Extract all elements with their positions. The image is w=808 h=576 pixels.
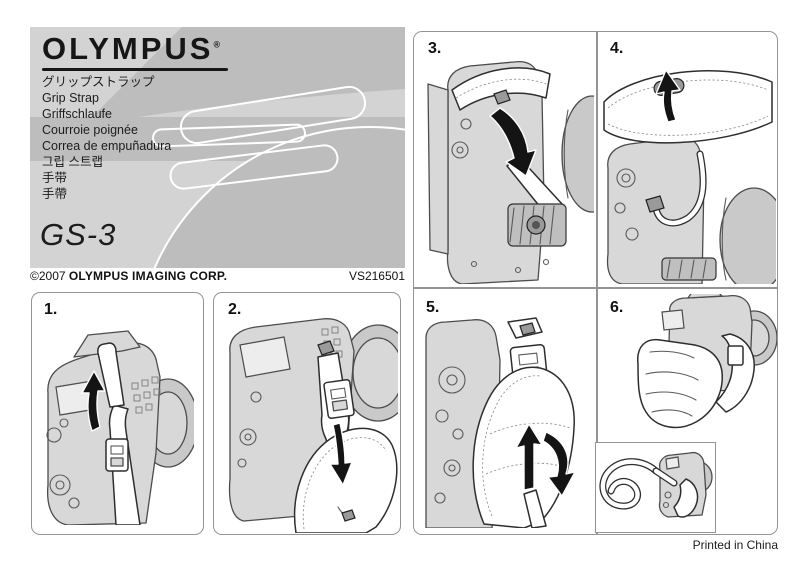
- step-6-inset-box: [595, 442, 716, 533]
- imprint-row: ©2007 OLYMPUS IMAGING CORP. VS216501: [30, 269, 405, 285]
- product-name-ko: 그립 스트랩: [42, 155, 103, 169]
- step-5-camera-illustration: [425, 317, 576, 528]
- strap-eyelet: [519, 322, 536, 336]
- tripod-plate: [661, 257, 717, 281]
- step-2-label: 2.: [228, 301, 242, 318]
- product-name-de: Griffschlaufe: [42, 107, 112, 121]
- step-1-panel: 1.: [31, 292, 204, 535]
- grid-vertical-divider: [596, 32, 598, 534]
- step-2-panel: 2.: [213, 292, 401, 535]
- steps-grid: 3. 4.: [413, 31, 778, 535]
- grid-horizontal-divider: [414, 287, 777, 289]
- part-number: VS216501: [348, 269, 405, 283]
- step-4-label: 4.: [610, 40, 624, 57]
- step-3-label: 3.: [428, 40, 442, 57]
- up-arrow: [515, 423, 543, 491]
- strap-buckle: [323, 379, 355, 419]
- step-6-grip-illustration: [637, 294, 777, 429]
- printed-in-notice: Printed in China: [692, 538, 778, 552]
- strap-buckle: [727, 345, 744, 366]
- up-arrow: [655, 69, 681, 123]
- model-number: GS-3: [40, 217, 117, 252]
- company-name: OLYMPUS IMAGING CORP.: [68, 269, 228, 283]
- strap-pad: [673, 478, 699, 518]
- product-name-list: グリップストラップ Grip Strap Griffschlaufe Courr…: [42, 74, 171, 202]
- copyright-year: ©2007: [30, 269, 66, 283]
- hand-pad: [293, 427, 398, 533]
- product-name-zh-hant: 手帶: [42, 187, 68, 201]
- strap-tip: [97, 342, 125, 408]
- step-1-label: 1.: [44, 301, 58, 318]
- step-3-camera-illustration: [427, 60, 594, 284]
- step-5-label: 5.: [426, 299, 440, 316]
- product-name-zh-hans: 手带: [42, 171, 68, 185]
- product-name-fr: Courroie poignée: [42, 123, 138, 137]
- product-name-ja: グリップストラップ: [42, 75, 155, 89]
- strap-pad: [603, 69, 773, 144]
- curved-down-arrow: [489, 107, 537, 177]
- product-name-en: Grip Strap: [42, 91, 99, 105]
- strap-band: [451, 67, 551, 111]
- step-4-camera-illustration: [603, 69, 776, 284]
- step-6-strap-overview-illustration: [599, 451, 713, 518]
- registered-trademark: ®: [213, 39, 221, 50]
- curved-down-arrow: [542, 431, 576, 497]
- brand-underline: [42, 68, 228, 71]
- step-2-camera-illustration: [228, 318, 398, 533]
- down-arrow: [329, 422, 353, 486]
- strap-eyelet: [645, 195, 665, 213]
- strap-end: [523, 489, 547, 528]
- strap-eyelet: [493, 89, 511, 105]
- header-panel: OLYMPUS® グリップストラップ Grip Strap Griffschla…: [30, 27, 405, 268]
- strap-eyelet: [317, 340, 335, 356]
- product-name-es: Correa de empuñadura: [42, 139, 172, 153]
- step-1-camera-illustration: [46, 330, 194, 525]
- up-arrow: [81, 370, 106, 432]
- hand: [637, 338, 723, 429]
- brand-logo: OLYMPUS®: [42, 31, 221, 66]
- step-6-label: 6.: [610, 299, 624, 316]
- olympus-e-swoosh-decoration: [30, 27, 405, 268]
